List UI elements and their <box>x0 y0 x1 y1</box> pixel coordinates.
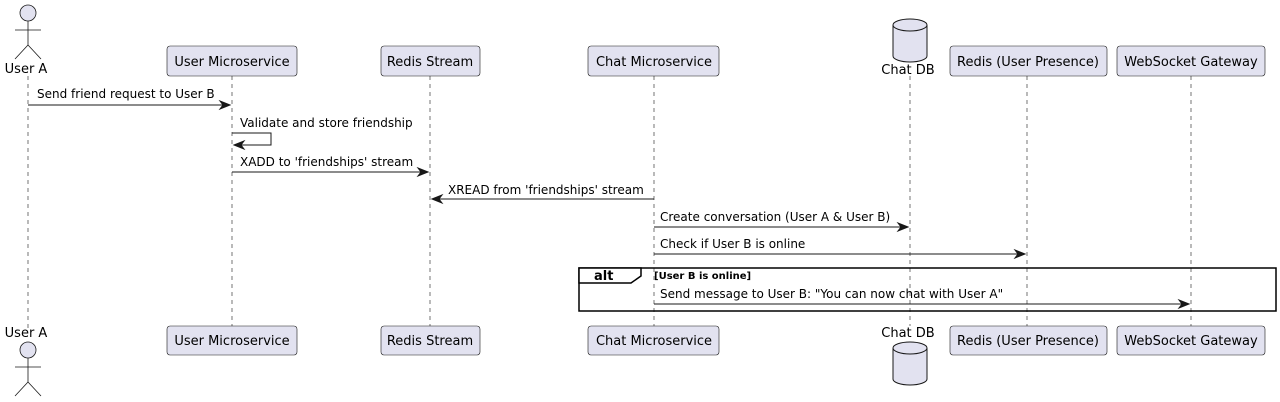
message-send-friend-request: Send friend request to User B <box>28 87 232 111</box>
message-check-online: Check if User B is online <box>654 237 1027 260</box>
message-label: Check if User B is online <box>660 237 805 251</box>
actor-head-icon <box>19 4 37 22</box>
arrowhead-icon <box>1177 298 1191 310</box>
participant-label: Chat DB <box>881 63 934 78</box>
alt-keyword: alt <box>594 269 613 284</box>
participant-label: Redis (User Presence) <box>957 334 1099 349</box>
alt-fragment: alt [User B is online] <box>578 267 1277 312</box>
message-label: Validate and store friendship <box>240 116 413 130</box>
alt-tab <box>578 267 642 284</box>
participant-redis-presence-bottom: Redis (User Presence) <box>949 325 1108 356</box>
message-label: Send friend request to User B <box>37 87 215 101</box>
participant-label: Redis Stream <box>387 334 473 349</box>
participant-chat-microservice-top: Chat Microservice <box>587 45 720 77</box>
participant-chat-microservice-bottom: Chat Microservice <box>587 325 720 356</box>
participant-label: User Microservice <box>174 55 289 70</box>
database-chat-db-top: Chat DB <box>881 18 935 78</box>
participant-label: Chat DB <box>881 326 934 341</box>
message-label: Send message to User B: "You can now cha… <box>660 287 1003 301</box>
database-chat-db-bottom: Chat DB <box>881 326 935 386</box>
participant-user-microservice-bottom: User Microservice <box>166 325 298 356</box>
participant-label: WebSocket Gateway <box>1124 334 1258 349</box>
participant-redis-stream-top: Redis Stream <box>380 45 481 77</box>
actor-user-a-bottom: User A <box>5 326 48 397</box>
arrowhead-icon <box>218 99 232 111</box>
alt-guard: [User B is online] <box>654 271 751 282</box>
message-label: XADD to 'friendships' stream <box>240 155 413 169</box>
actor-label: User A <box>5 62 48 77</box>
message-xread: XREAD from 'friendships' stream <box>430 183 654 205</box>
participant-redis-stream-bottom: Redis Stream <box>380 325 481 356</box>
message-validate-store: Validate and store friendship <box>232 116 413 151</box>
arrowhead-icon <box>416 166 430 178</box>
actor-label: User A <box>5 326 48 341</box>
participant-label: User Microservice <box>174 334 289 349</box>
arrowhead-icon <box>232 139 246 151</box>
participant-websocket-gateway-top: WebSocket Gateway <box>1116 45 1266 77</box>
message-create-conversation: Create conversation (User A & User B) <box>654 210 910 233</box>
participant-label: Chat Microservice <box>596 55 712 70</box>
participant-redis-presence-top: Redis (User Presence) <box>949 45 1108 77</box>
arrowhead-icon <box>896 221 910 233</box>
message-xadd: XADD to 'friendships' stream <box>232 155 430 178</box>
participant-label: Chat Microservice <box>596 334 712 349</box>
participant-websocket-gateway-bottom: WebSocket Gateway <box>1116 325 1266 356</box>
participant-user-microservice-top: User Microservice <box>166 45 298 77</box>
actor-user-a-top: User A <box>5 4 48 77</box>
message-label: Create conversation (User A & User B) <box>660 210 890 224</box>
participant-label: WebSocket Gateway <box>1124 55 1258 70</box>
message-send-chat-notice: Send message to User B: "You can now cha… <box>654 287 1191 310</box>
arrowhead-icon <box>1013 248 1027 260</box>
arrowhead-icon <box>430 193 444 205</box>
participant-label: Redis Stream <box>387 55 473 70</box>
message-label: XREAD from 'friendships' stream <box>448 183 644 197</box>
actor-head-icon <box>19 341 37 359</box>
participant-label: Redis (User Presence) <box>957 55 1099 70</box>
